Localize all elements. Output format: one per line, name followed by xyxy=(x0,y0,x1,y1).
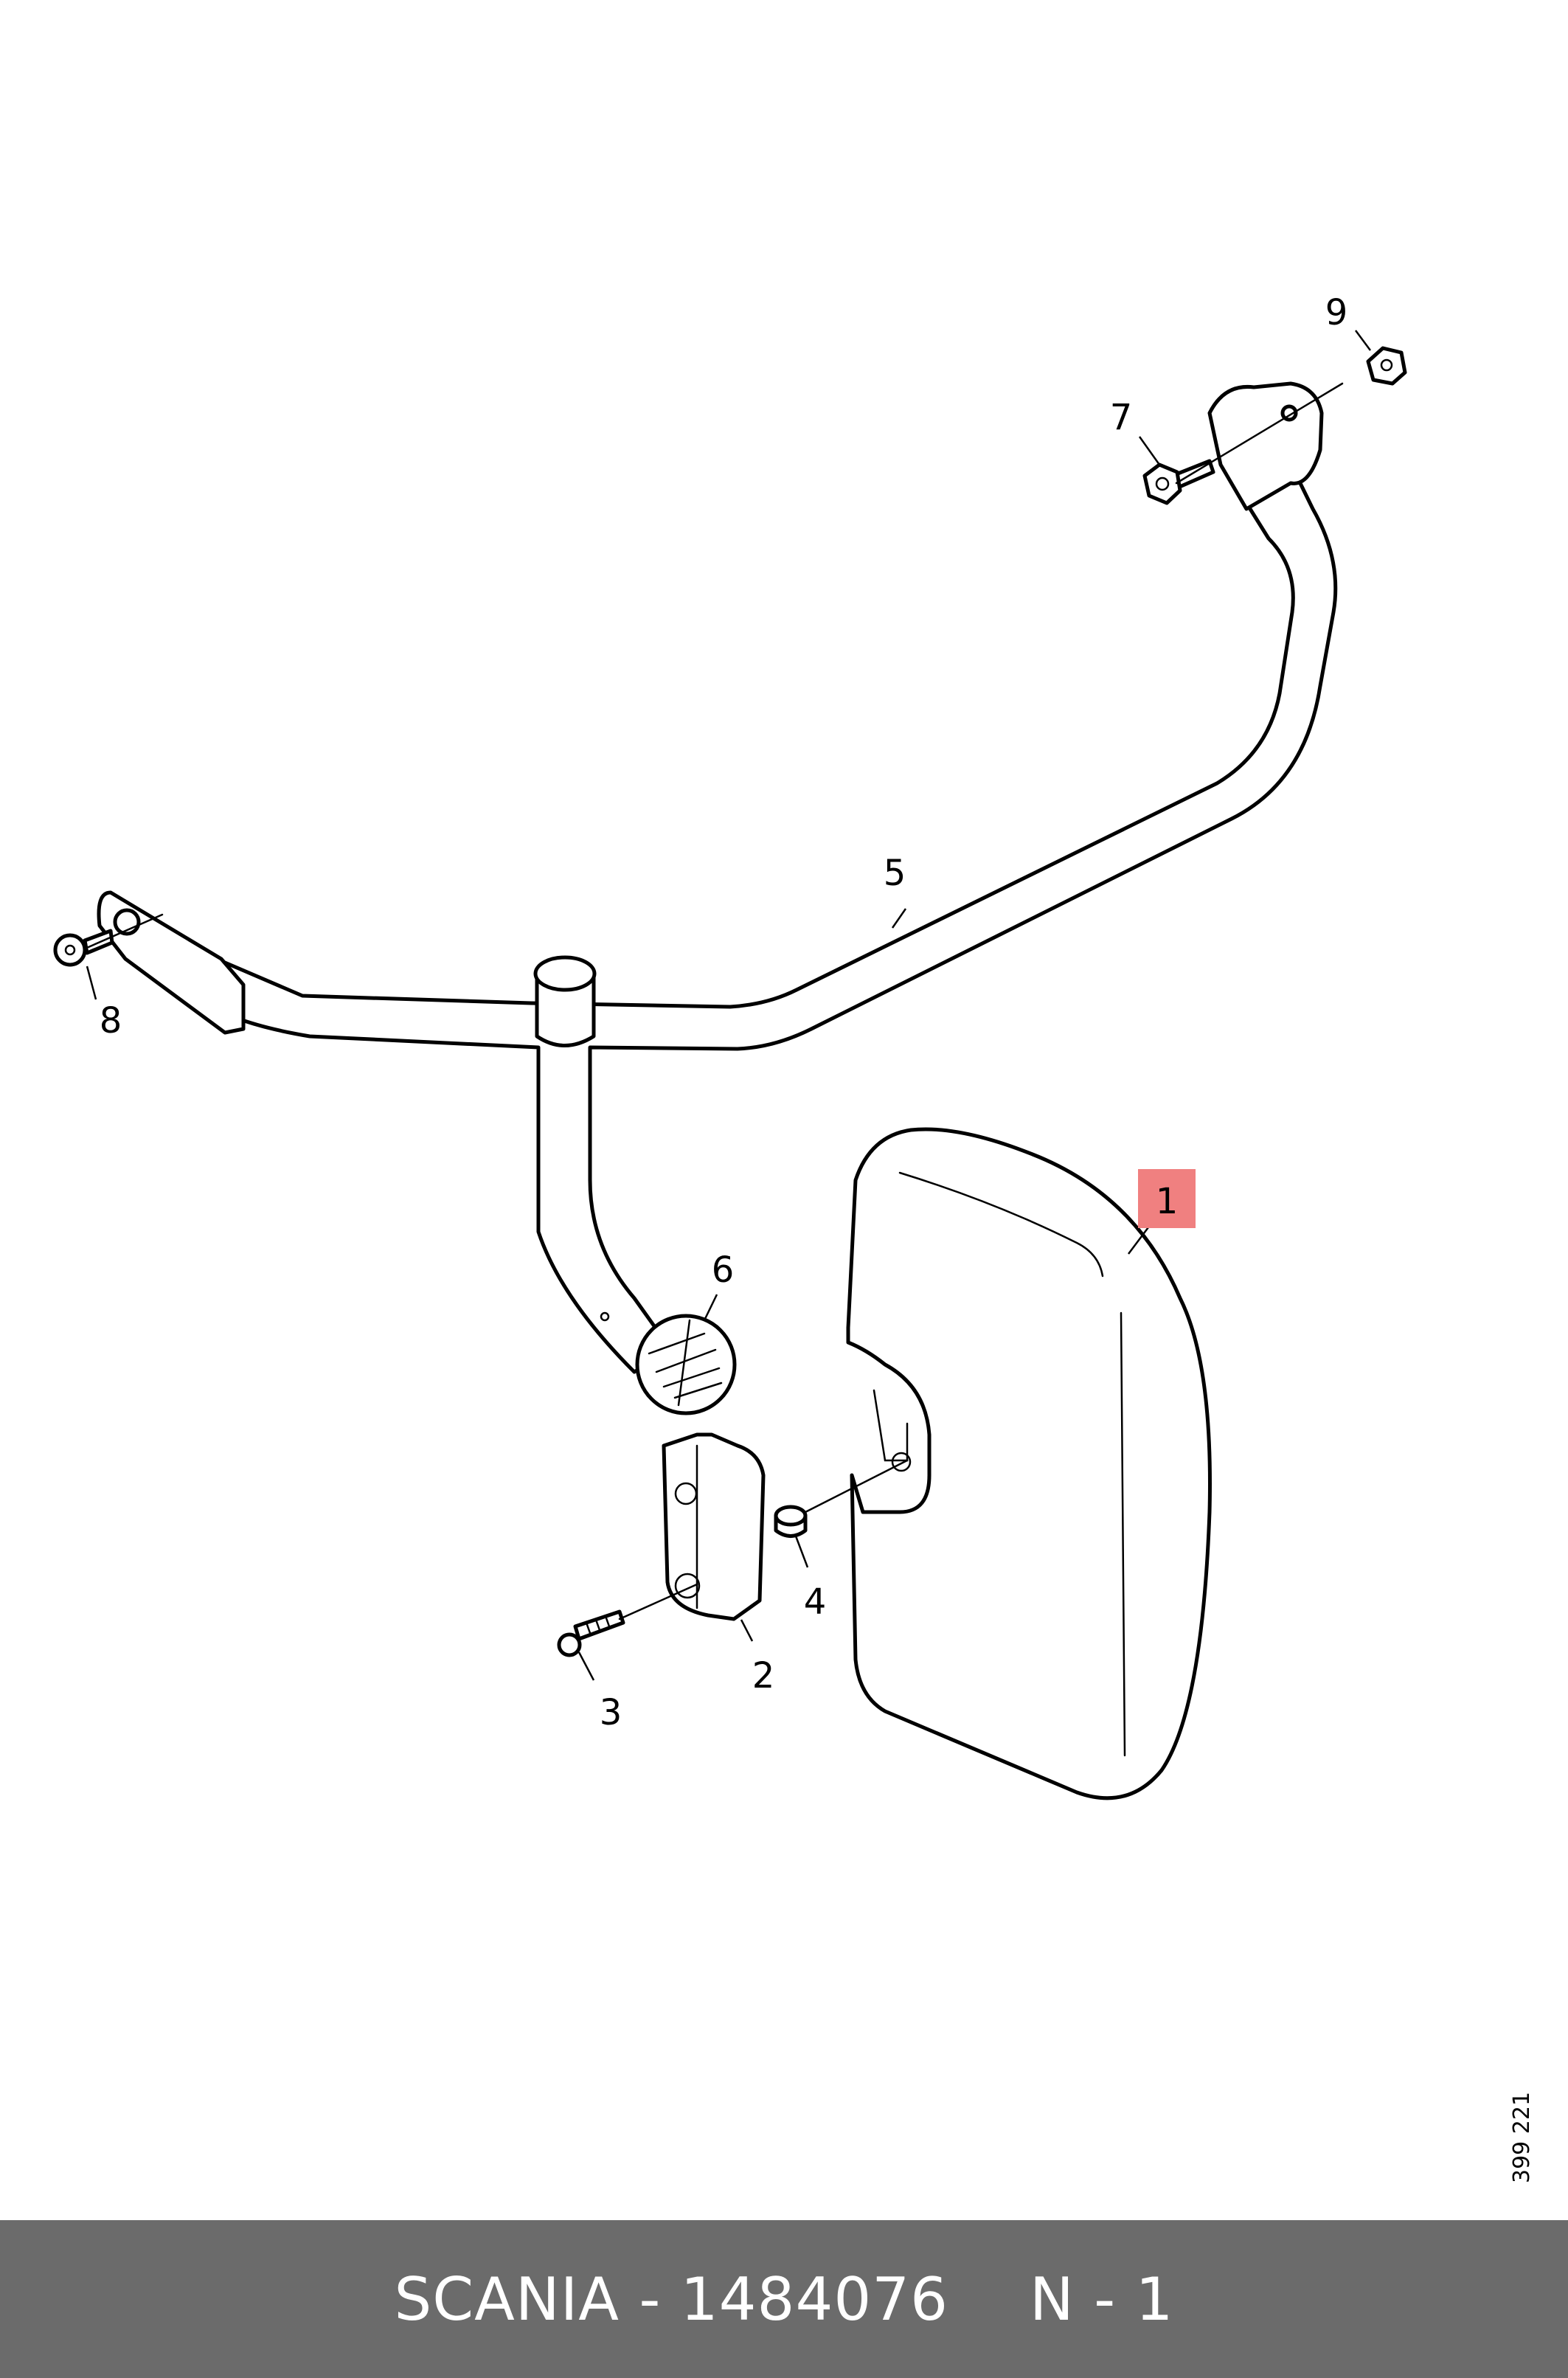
nut xyxy=(1366,346,1407,386)
bolt xyxy=(557,1609,625,1657)
ball-joint xyxy=(600,1311,737,1415)
pin xyxy=(53,929,114,967)
parts-diagram: 1 2 3 4 5 6 7 8 9 xyxy=(53,292,1407,1800)
footer-bar: SCANIA - 1484076 N - 1 xyxy=(0,2220,1568,2378)
callout-2: 2 xyxy=(752,1655,775,1696)
callout-1: 1 xyxy=(1156,1181,1179,1222)
callout-4: 4 xyxy=(804,1581,827,1623)
leader-lines xyxy=(86,330,1372,1681)
reference-number: 399 221 xyxy=(1509,2091,1535,2183)
footer-qty-text: N - 1 xyxy=(1030,2264,1174,2334)
callout-5: 5 xyxy=(884,853,906,894)
mirror-head xyxy=(846,1127,1212,1800)
callout-1-highlight xyxy=(1138,1169,1196,1228)
callout-7: 7 xyxy=(1110,397,1133,438)
assembly-lines xyxy=(87,382,1344,1620)
support-arm xyxy=(97,381,1338,1415)
callout-8: 8 xyxy=(100,1000,122,1041)
clamp-bracket xyxy=(662,1432,766,1621)
callout-6: 6 xyxy=(712,1249,735,1291)
footer-part-text: SCANIA - 1484076 xyxy=(394,2264,949,2334)
spacer xyxy=(774,1505,808,1538)
callout-9: 9 xyxy=(1325,292,1348,333)
callout-3: 3 xyxy=(600,1692,622,1733)
callouts: 1 2 3 4 5 6 7 8 9 xyxy=(100,292,1348,1733)
